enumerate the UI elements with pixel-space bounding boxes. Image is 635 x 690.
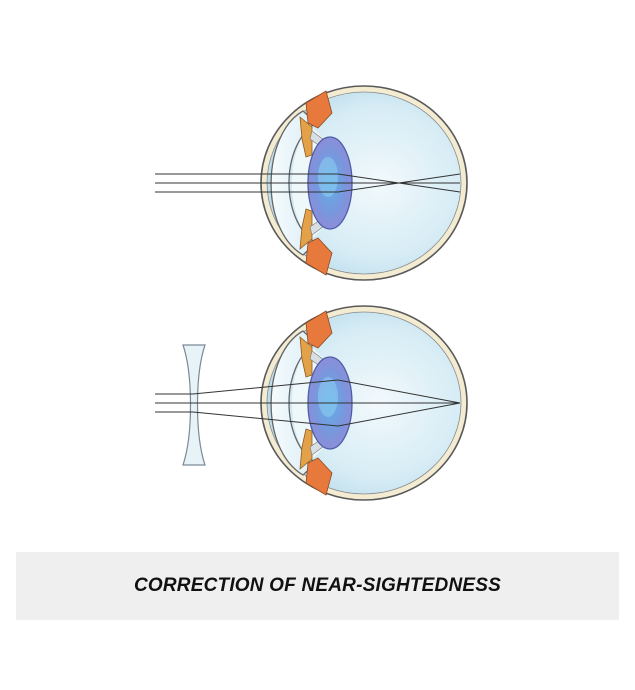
light-rays-corrected [155, 379, 461, 427]
caption-bar: CORRECTION OF NEAR-SIGHTEDNESS [16, 552, 619, 620]
concave-lens-icon [182, 344, 206, 466]
corrected-eye-panel [155, 305, 468, 501]
uncorrected-eye-panel [155, 85, 468, 281]
eye-diagram [155, 85, 468, 501]
light-rays-uncorrected [155, 173, 461, 193]
diagram-caption: CORRECTION OF NEAR-SIGHTEDNESS [133, 575, 502, 596]
